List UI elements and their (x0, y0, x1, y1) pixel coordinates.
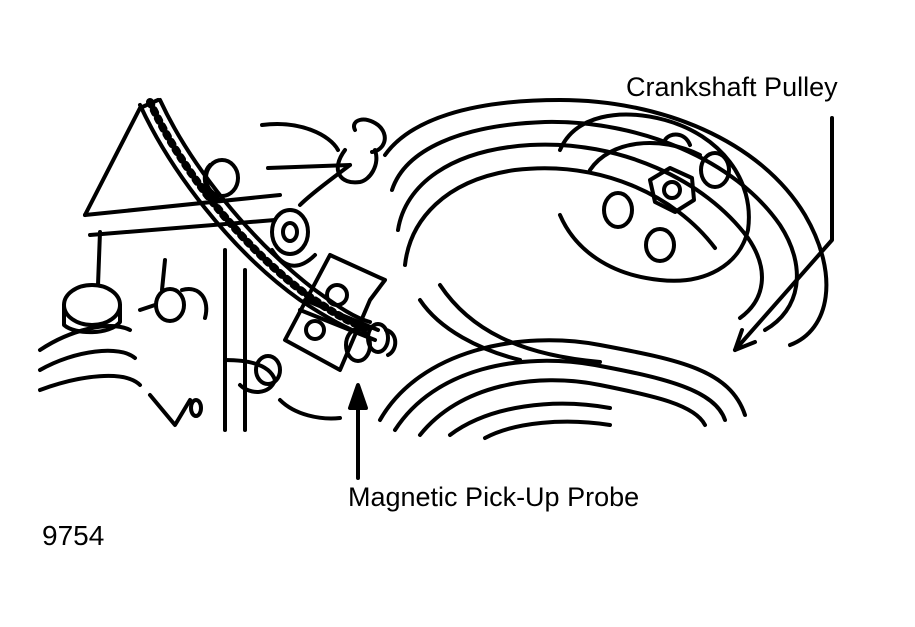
probe-leader (350, 385, 366, 478)
engine-block (85, 100, 385, 430)
crankshaft-pulley (385, 100, 826, 362)
hub-bolt (604, 135, 729, 261)
timing-belt (140, 100, 370, 335)
figure-number: 9754 (42, 520, 105, 551)
probe-bracket (285, 255, 385, 370)
crankshaft-leader (735, 118, 832, 350)
left-sender (40, 232, 206, 425)
crankshaft-pulley-label: Crankshaft Pulley (626, 72, 838, 102)
lower-belt (380, 340, 745, 438)
pulley-hub (560, 115, 749, 281)
magnetic-probe-label: Magnetic Pick-Up Probe (348, 482, 640, 512)
magnetic-probe (300, 300, 395, 361)
